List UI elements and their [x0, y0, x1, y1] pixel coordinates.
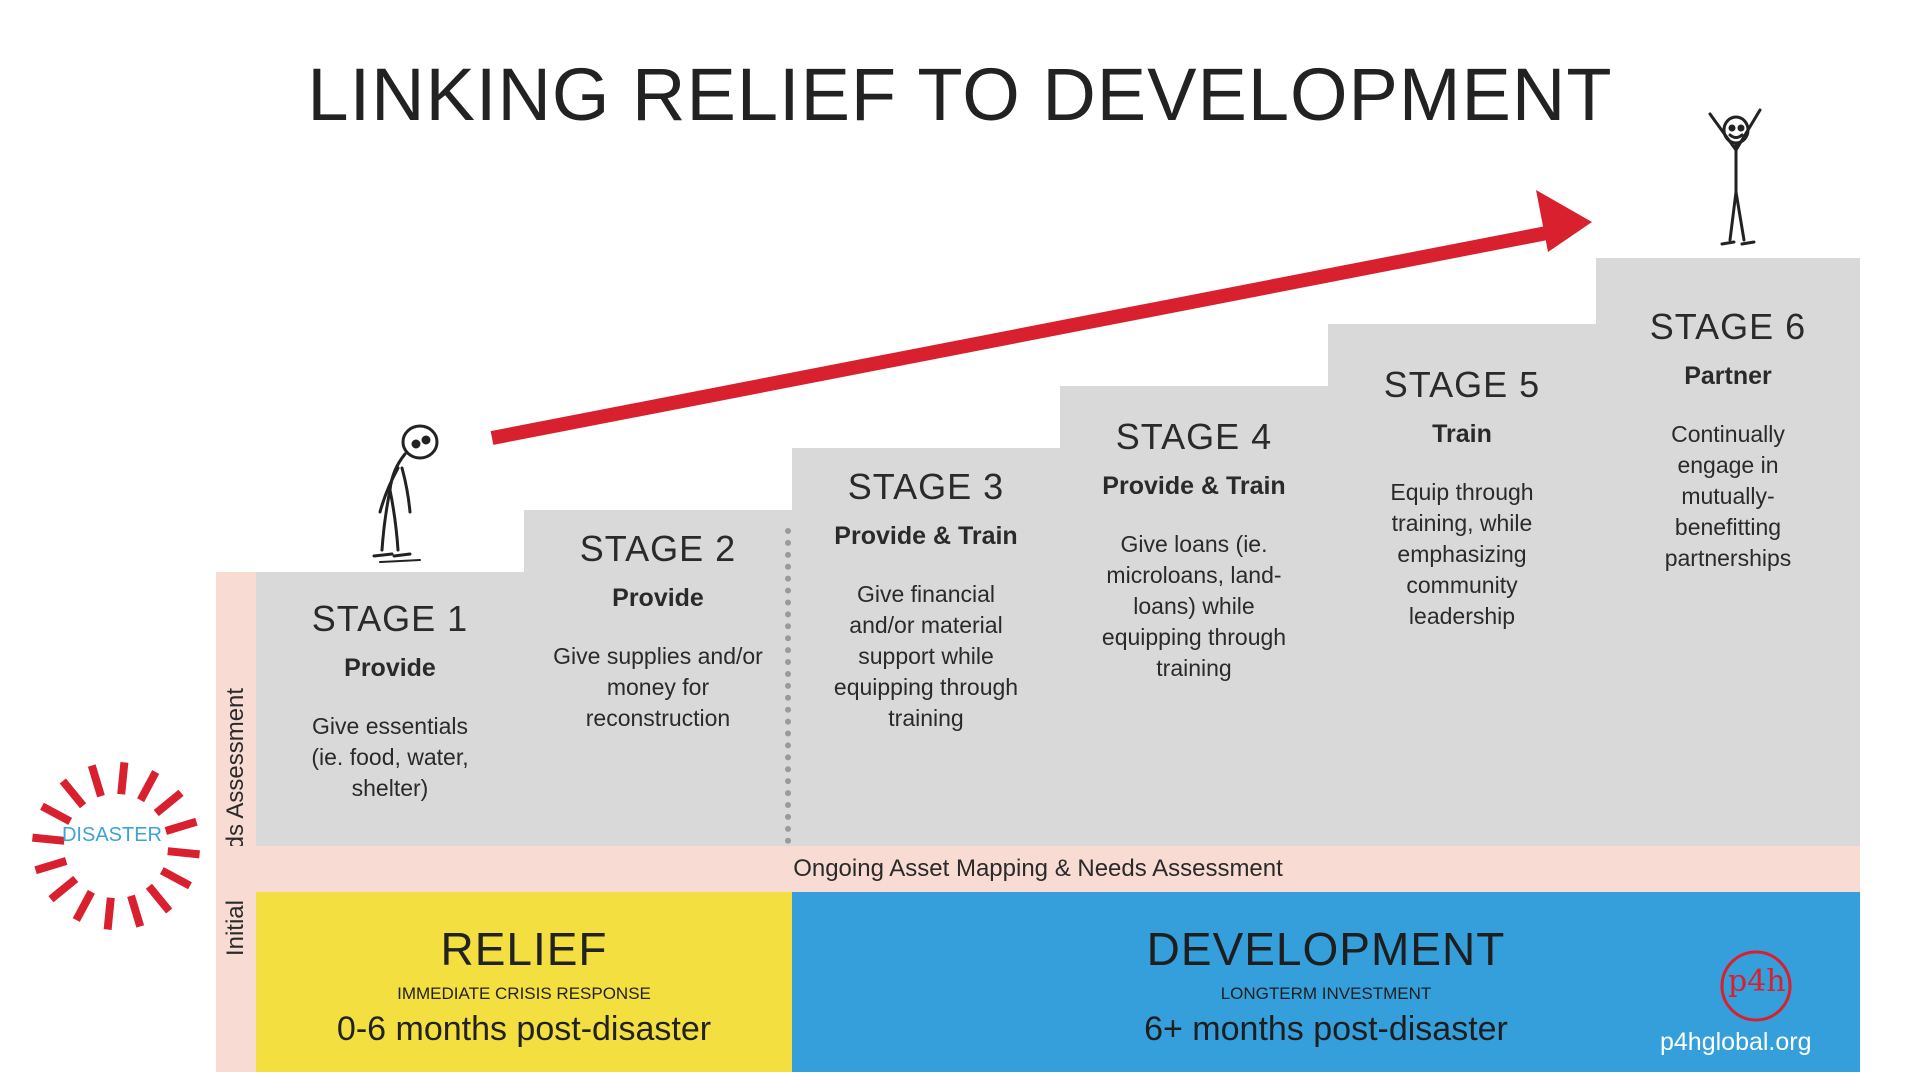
stage-description: Give financial and/or material support w… — [833, 581, 1019, 731]
burst-ray — [103, 897, 115, 930]
disaster-burst-icon — [32, 762, 200, 930]
stage-title: STAGE 6 — [1649, 306, 1807, 347]
burst-ray — [87, 764, 105, 798]
relief-subtitle: IMMEDIATE CRISIS RESPONSE — [397, 984, 651, 1003]
step-1 — [256, 572, 524, 846]
stage-3: STAGE 3 Provide & Train Give financial a… — [802, 466, 1050, 734]
burst-ray — [153, 789, 184, 817]
stage-description: Give loans (ie. microloans, land-loans) … — [1101, 531, 1287, 681]
relief-development-divider — [785, 528, 791, 844]
stage-6: STAGE 6 Partner Continually engage in mu… — [1606, 306, 1850, 574]
initial-assessment-strip — [216, 572, 256, 1072]
stage-description: Continually engage in mutually-benefitti… — [1664, 421, 1792, 571]
disaster-label: DISASTER — [61, 824, 163, 846]
stage-action: Provide — [612, 584, 704, 612]
burst-ray — [34, 857, 68, 875]
relief-panel: RELIEF IMMEDIATE CRISIS RESPONSE 0-6 mon… — [256, 892, 792, 1072]
stage-action: Partner — [1684, 362, 1772, 390]
stage-action: Provide & Train — [1102, 472, 1286, 500]
sad-stick-figure-icon — [372, 424, 439, 563]
burst-ray — [72, 889, 95, 922]
stage-action: Provide & Train — [834, 522, 1018, 550]
stage-title: STAGE 4 — [1115, 416, 1273, 457]
burst-ray — [32, 833, 65, 845]
burst-ray — [117, 762, 129, 795]
burst-ray — [59, 778, 87, 809]
burst-ray — [145, 883, 173, 914]
stage-1: STAGE 1 Provide Give essentials (ie. foo… — [266, 598, 514, 804]
stage-description: Give supplies and/or money for reconstru… — [553, 643, 763, 731]
burst-ray — [137, 770, 160, 803]
step-4 — [1060, 386, 1328, 846]
stage-title: STAGE 5 — [1383, 364, 1541, 405]
burst-ray — [40, 802, 73, 825]
stage-title: STAGE 1 — [311, 598, 469, 639]
stage-description: Give essentials (ie. food, water, shelte… — [311, 713, 469, 801]
burst-ray — [167, 847, 200, 859]
development-timeframe: 6+ months post-disaster — [1144, 1010, 1508, 1048]
ongoing-assessment-strip: Ongoing Asset Mapping & Needs Assessment — [216, 846, 1860, 892]
p4h-logo-text: p4h — [1728, 964, 1786, 999]
relief-timeframe: 0-6 months post-disaster — [336, 1010, 712, 1048]
development-panel: DEVELOPMENT LONGTERM INVESTMENT 6+ month… — [792, 892, 1860, 1072]
happy-stick-figure-icon — [1708, 108, 1762, 246]
stage-action: Provide — [344, 654, 436, 682]
burst-ray — [159, 867, 192, 890]
p4h-logo-icon — [1720, 950, 1792, 1022]
website-link[interactable]: p4hglobal.org — [1660, 1028, 1812, 1056]
stage-title: STAGE 3 — [847, 466, 1005, 507]
stage-4: STAGE 4 Provide & Train Give loans (ie. … — [1070, 416, 1318, 684]
stage-2: STAGE 2 Provide Give supplies and/or mon… — [534, 528, 782, 734]
burst-ray — [127, 894, 145, 928]
stage-action: Train — [1432, 420, 1492, 448]
relief-title: RELIEF — [440, 923, 608, 975]
burst-ray — [164, 817, 198, 835]
step-5 — [1328, 324, 1596, 846]
page-title: LINKING RELIEF TO DEVELOPMENT — [307, 53, 1613, 136]
step-2 — [524, 510, 792, 846]
stage-title: STAGE 2 — [579, 528, 737, 569]
step-3 — [792, 448, 1060, 846]
stage-5: STAGE 5 Train Equip through training, wh… — [1338, 364, 1586, 632]
burst-ray — [48, 875, 79, 903]
step-6 — [1596, 258, 1860, 846]
development-title: DEVELOPMENT — [1146, 923, 1506, 975]
stage-description: Equip through training, while emphasizin… — [1390, 479, 1534, 629]
development-subtitle: LONGTERM INVESTMENT — [1220, 984, 1432, 1003]
